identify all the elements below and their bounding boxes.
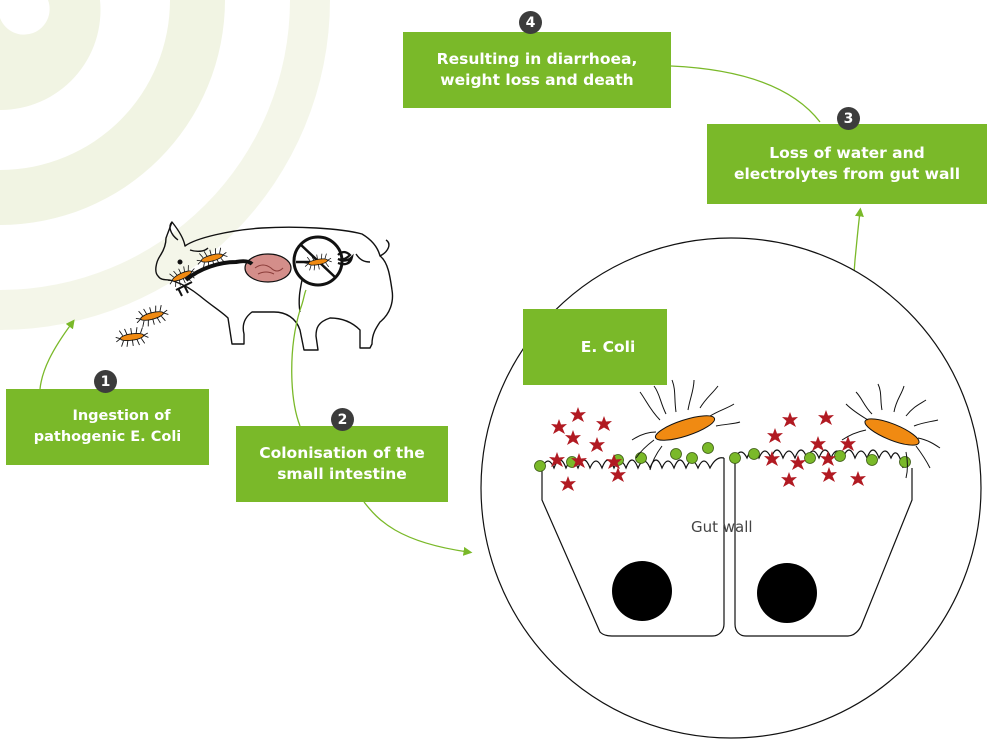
step-2-line-1: Colonisation of the (259, 443, 425, 464)
step-4-badge: 4 (519, 11, 542, 34)
step-3-line-1: Loss of water and (769, 143, 925, 164)
step-1-badge: 1 (94, 370, 117, 393)
step-2-box: Colonisation of the small intestine (236, 426, 448, 502)
step-1-box: Ingestion of pathogenic E. Coli (6, 389, 209, 465)
step-3-line-2: electrolytes from gut wall (734, 164, 960, 185)
step-1-line-2: pathogenic E. Coli (34, 427, 182, 448)
step-1-line-1: Ingestion of (44, 406, 170, 427)
ecoli-legend-label: E. Coli (581, 337, 636, 358)
ecoli-legend-box: E. Coli (523, 309, 667, 385)
step-4-line-1: Resulting in diarrhoea, (437, 49, 638, 70)
step-3-badge: 3 (837, 107, 860, 130)
step-3-box: Loss of water and electrolytes from gut … (707, 124, 987, 204)
step-2-badge: 2 (331, 408, 354, 431)
step-4-box: Resulting in diarrhoea, weight loss and … (403, 32, 671, 108)
gut-wall-label: Gut wall (691, 518, 753, 536)
step-2-line-2: small intestine (277, 464, 407, 485)
background-arcs (0, 0, 330, 330)
step-4-line-2: weight loss and death (440, 70, 633, 91)
